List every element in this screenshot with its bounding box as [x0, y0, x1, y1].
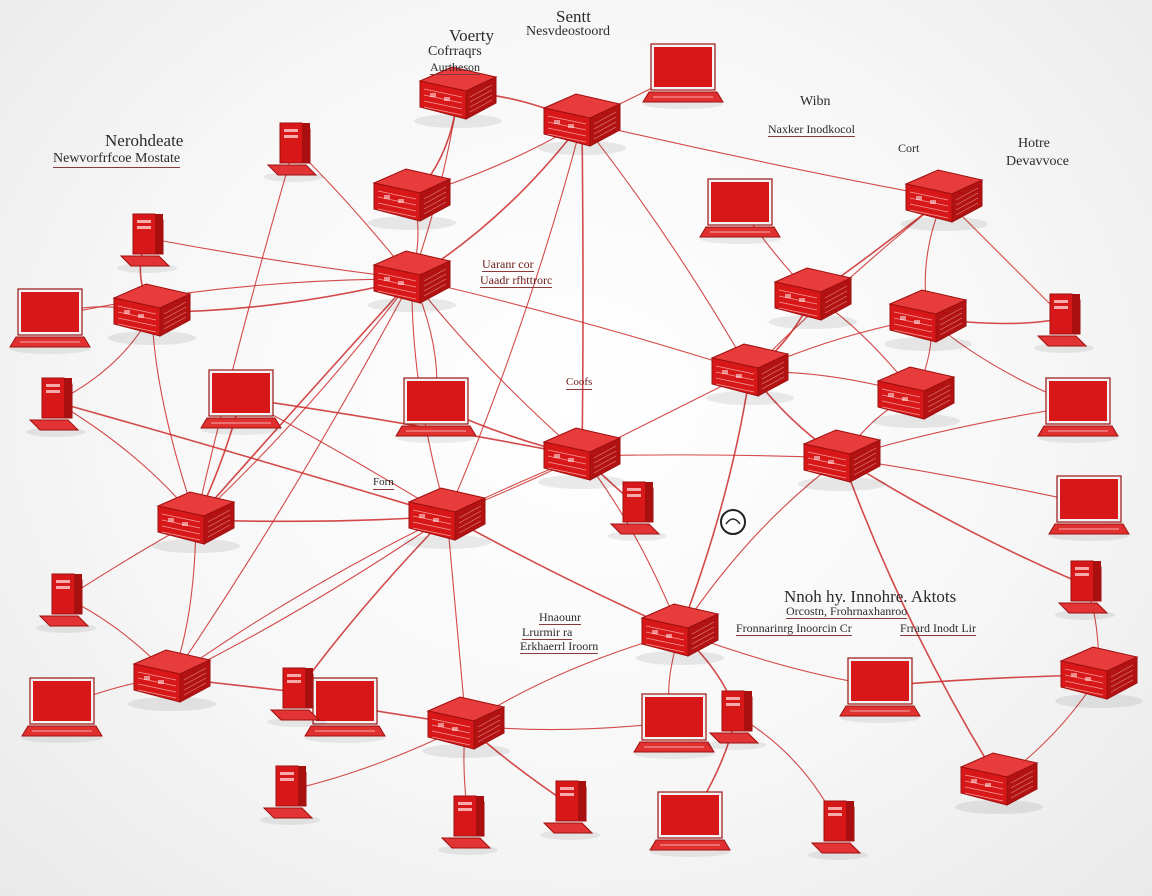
server-rack-icon — [128, 649, 216, 711]
server-rack-icon — [900, 169, 988, 231]
network-link — [411, 278, 583, 457]
server-rack-icon — [1055, 646, 1143, 708]
network-link — [171, 455, 583, 679]
tower-pc-icon — [264, 122, 324, 182]
laptop-icon — [1037, 377, 1119, 443]
server-rack-icon — [636, 603, 724, 665]
tower-pc-icon — [808, 800, 868, 860]
network-link — [195, 278, 413, 521]
network-link — [841, 457, 1086, 586]
network-link — [446, 121, 583, 517]
laptop-icon — [649, 791, 731, 857]
server-rack-icon — [368, 168, 456, 230]
server-rack-icon — [414, 66, 502, 128]
network-link — [146, 237, 413, 280]
network-link — [679, 457, 843, 633]
tower-pc-icon — [260, 765, 320, 825]
laptop-icon — [633, 693, 715, 759]
network-link — [195, 278, 413, 521]
network-link — [581, 121, 945, 199]
network-link — [195, 146, 295, 521]
laptop-icon — [200, 369, 282, 435]
network-link — [411, 278, 751, 373]
tower-pc-icon — [438, 795, 498, 855]
laptop-icon — [395, 377, 477, 443]
server-rack-icon — [108, 283, 196, 345]
network-nodes — [9, 43, 1143, 860]
laptop-icon — [21, 677, 103, 743]
network-link — [581, 121, 751, 373]
tower-pc-icon — [117, 213, 177, 273]
server-rack-icon — [706, 343, 794, 405]
server-rack-icon — [769, 267, 857, 329]
tower-pc-icon — [1055, 560, 1115, 620]
server-rack-icon — [368, 250, 456, 312]
laptop-icon — [1048, 475, 1130, 541]
server-rack-icon — [884, 289, 972, 351]
server-rack-icon — [955, 752, 1043, 814]
network-link — [55, 401, 448, 517]
server-rack-icon — [872, 366, 960, 428]
server-rack-icon — [538, 427, 626, 489]
tower-pc-icon — [36, 573, 96, 633]
tower-pc-icon — [706, 690, 766, 750]
tower-pc-icon — [26, 377, 86, 437]
network-link — [581, 121, 584, 457]
server-rack-icon — [798, 429, 886, 491]
laptop-icon — [9, 288, 91, 354]
network-link — [679, 371, 751, 633]
tower-pc-icon — [607, 481, 667, 541]
laptop-icon — [839, 657, 921, 723]
laptop-icon — [642, 43, 724, 109]
tower-pc-icon — [1034, 293, 1094, 353]
network-link — [581, 454, 843, 459]
network-link — [171, 278, 413, 679]
server-rack-icon — [422, 696, 510, 758]
network-link — [841, 457, 1000, 782]
tower-pc-icon — [267, 667, 327, 727]
server-rack-icon — [403, 487, 491, 549]
laptop-icon — [304, 677, 386, 743]
laptop-icon — [699, 178, 781, 244]
tower-pc-icon — [540, 780, 600, 840]
network-link — [49, 278, 413, 318]
server-rack-icon — [152, 491, 240, 553]
server-rack-icon — [538, 93, 626, 155]
network-node-icon — [720, 509, 746, 535]
